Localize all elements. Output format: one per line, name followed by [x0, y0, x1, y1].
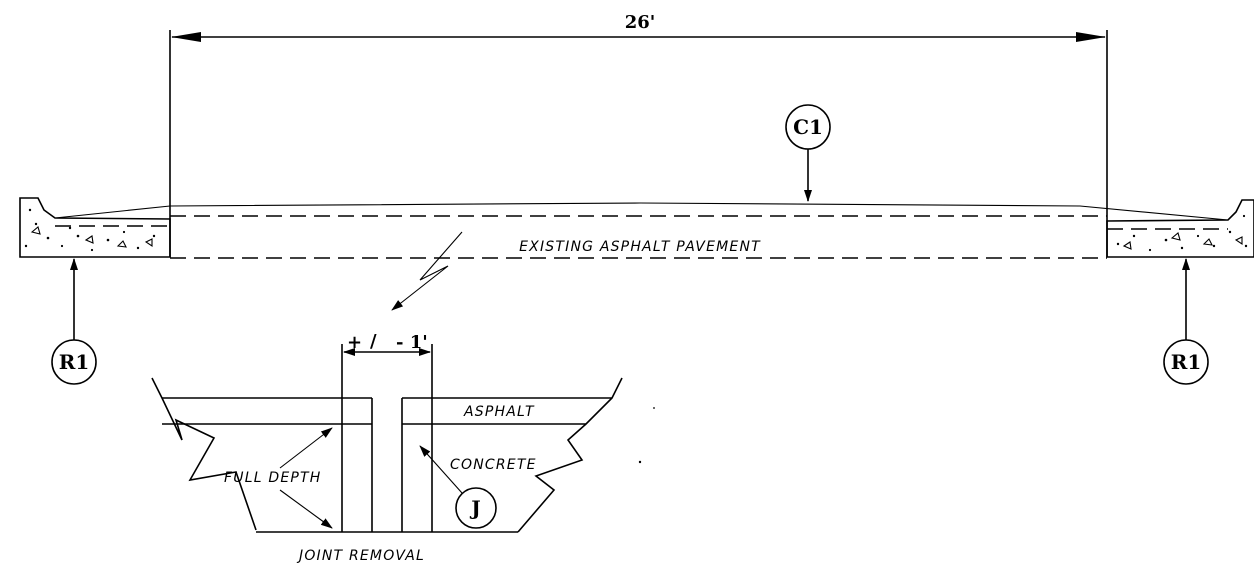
callout-j-leader	[419, 445, 463, 494]
detail-reference-arrow	[391, 231, 463, 311]
joint-width-value: - 1'	[396, 332, 428, 353]
detail-right-break-line	[517, 377, 623, 533]
callout-c1: C1	[785, 104, 831, 202]
callout-r1-right-label: R1	[1171, 350, 1202, 374]
joint-width-plus: +	[347, 332, 362, 353]
existing-pavement-label: EXISTING ASPHALT PAVEMENT	[519, 239, 761, 255]
callout-r1-right: R1	[1163, 258, 1209, 385]
detail-left-break-line	[151, 377, 257, 531]
right-curb	[1106, 199, 1254, 258]
full-depth-label: FULL DEPTH	[224, 470, 322, 486]
full-depth-leader-upper	[279, 427, 333, 469]
asphalt-label: ASPHALT	[463, 404, 535, 420]
scan-speck	[638, 460, 642, 464]
joint-removal-label: JOINT REMOVAL	[296, 548, 425, 564]
zigzag-leader	[391, 231, 463, 311]
left-curb	[19, 197, 171, 258]
callout-j-label: J	[469, 496, 480, 520]
overall-width-label: 26'	[625, 12, 656, 33]
joint-removal-detail: + / - 1' ASPHALT CONCRETE FULL DEPTH JOI…	[151, 331, 623, 564]
concrete-label: CONCRETE	[450, 457, 537, 473]
overall-width-dimension: 26'	[169, 12, 1108, 257]
right-curb-aggregate	[1116, 214, 1248, 252]
callout-c1-label: C1	[793, 115, 823, 139]
callout-r1-left-label: R1	[59, 350, 90, 374]
left-curb-outline	[19, 197, 171, 258]
pavement-surface-line	[54, 202, 1229, 221]
callout-r1-left: R1	[51, 258, 97, 385]
right-curb-outline	[1106, 199, 1254, 258]
full-depth-leader-lower	[279, 489, 333, 529]
left-curb-aggregate	[24, 208, 156, 252]
existing-pavement: EXISTING ASPHALT PAVEMENT	[54, 202, 1229, 259]
callout-j-circle	[455, 487, 497, 529]
scan-speck	[653, 407, 655, 409]
joint-width-slash: /	[370, 331, 377, 352]
